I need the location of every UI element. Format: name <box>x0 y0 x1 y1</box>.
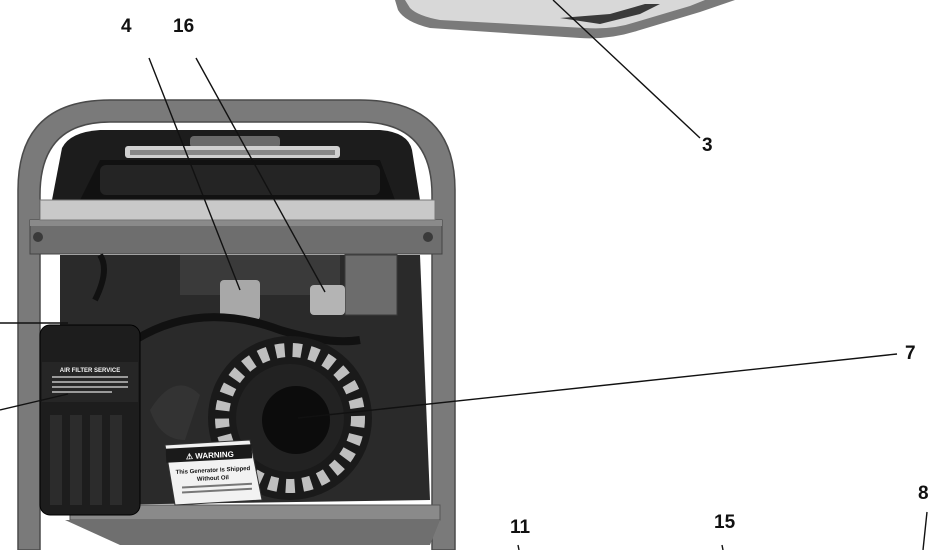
leader-line-11 <box>517 544 520 550</box>
warning-tag-heading: ⚠ WARNING <box>186 450 234 462</box>
callout-15: 15 <box>714 512 736 533</box>
leader-line-7 <box>297 353 898 419</box>
recoil-starter <box>150 336 372 500</box>
callout-8: 8 <box>918 483 929 504</box>
callout-16: 16 <box>173 16 194 37</box>
leader-line-8 <box>922 511 928 550</box>
callout-11: 11 <box>510 517 531 538</box>
frame <box>17 99 456 550</box>
leader-line-4 <box>148 57 241 291</box>
warning-tag: ⚠ WARNING This Generator Is Shipped With… <box>164 439 263 506</box>
leader-line-left-lower <box>0 393 69 411</box>
air-filter-cover: AIR FILTER SERVICE <box>39 324 141 516</box>
callout-3: 3 <box>702 135 713 156</box>
callout-labels: 4 16 3 7 8 11 15 <box>121 16 929 538</box>
leader-line-16 <box>195 57 326 293</box>
callout-4: 4 <box>121 16 132 37</box>
fuel-tank <box>39 130 436 221</box>
air-filter-decal-title: AIR FILTER SERVICE <box>60 368 120 374</box>
upper-frame-fragment <box>395 0 735 39</box>
warning-tag-line1: This Generator Is Shipped <box>175 466 250 476</box>
callout-7: 7 <box>905 343 916 364</box>
leader-line-15 <box>721 544 724 550</box>
leader-line-3 <box>552 0 701 139</box>
warning-tag-line2: Without Oil <box>197 475 230 483</box>
